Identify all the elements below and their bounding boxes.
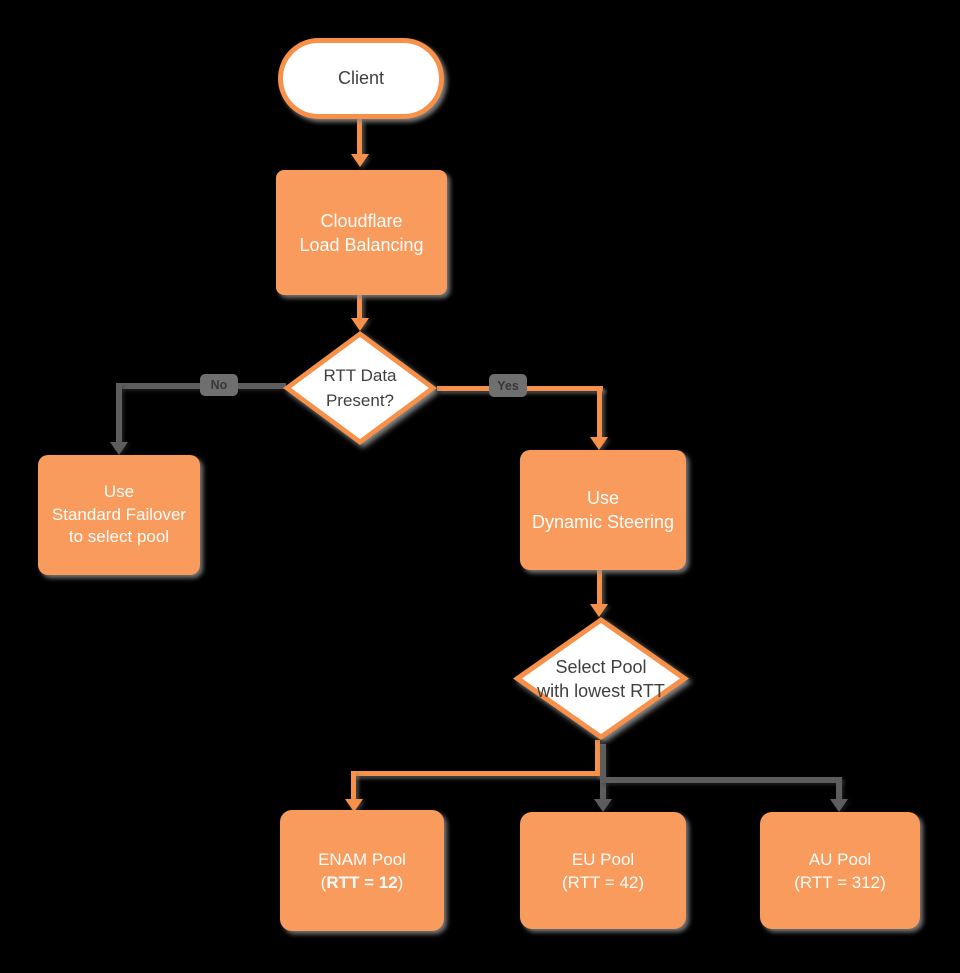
node-rtt-data-present-decision: RTT Data Present? bbox=[283, 331, 437, 445]
node-dynamic-steering: Use Dynamic Steering bbox=[520, 450, 686, 570]
edge-dynamic-to-select bbox=[597, 570, 602, 606]
eu-pool-name: EU Pool bbox=[571, 849, 635, 869]
node-client: Client bbox=[278, 38, 444, 119]
edge-select-to-enam-down bbox=[595, 740, 600, 776]
edge-select-to-enam-horizontal bbox=[351, 771, 600, 776]
cloudflare-lb-line2: Load Balancing bbox=[299, 234, 424, 255]
enam-rtt-value: RTT = 12 bbox=[326, 872, 398, 892]
node-au-pool: AU Pool (RTT = 312) bbox=[760, 812, 920, 929]
edge-rtt-yes-vertical bbox=[597, 386, 602, 439]
edge-select-to-eu-vertical bbox=[600, 744, 606, 800]
eu-pool-rtt: (RTT = 42) bbox=[561, 872, 645, 892]
enam-pool-name: ENAM Pool bbox=[318, 849, 406, 869]
arrowhead-no-to-failover bbox=[110, 442, 128, 455]
node-enam-pool: ENAM Pool (RTT = 12) bbox=[280, 810, 444, 931]
enam-pool-rtt: (RTT = 12) bbox=[321, 871, 404, 894]
edge-label-yes: Yes bbox=[489, 374, 527, 397]
edge-select-to-au-vertical bbox=[836, 777, 842, 801]
arrowhead-client-to-lb bbox=[351, 154, 369, 167]
arrowhead-to-au bbox=[830, 799, 848, 812]
edge-client-to-lb bbox=[357, 119, 362, 155]
enam-rtt-close-paren: ) bbox=[397, 872, 404, 892]
edge-select-to-enam-vertical bbox=[351, 771, 356, 801]
rtt-decision-line1: RTT Data bbox=[323, 366, 397, 385]
au-pool-rtt: (RTT = 312) bbox=[794, 872, 886, 892]
failover-line3: to select pool bbox=[68, 527, 170, 547]
arrowhead-to-enam bbox=[345, 799, 363, 812]
enam-rtt-open-paren: ( bbox=[320, 872, 327, 892]
node-cloudflare-load-balancing: Cloudflare Load Balancing bbox=[276, 170, 447, 295]
edge-label-no: No bbox=[200, 374, 238, 396]
select-pool-line2: with lowest RTT bbox=[537, 680, 665, 701]
client-label: Client bbox=[337, 68, 385, 88]
dynamic-line2: Dynamic Steering bbox=[531, 512, 675, 532]
cloudflare-lb-line1: Cloudflare bbox=[320, 210, 403, 231]
au-pool-name: AU Pool bbox=[808, 849, 872, 869]
arrowhead-to-eu bbox=[594, 799, 612, 812]
edge-rtt-no-vertical bbox=[116, 383, 122, 443]
select-pool-line1: Select Pool bbox=[555, 656, 647, 677]
node-standard-failover: Use Standard Failover to select pool bbox=[38, 455, 200, 575]
node-select-pool-decision: Select Pool with lowest RTT bbox=[513, 617, 689, 740]
arrowhead-lb-to-rtt bbox=[351, 318, 369, 331]
arrowhead-dynamic-to-select bbox=[590, 604, 608, 617]
node-eu-pool: EU Pool (RTT = 42) bbox=[520, 812, 686, 929]
edge-lb-to-rtt bbox=[357, 295, 362, 319]
failover-line2: Standard Failover bbox=[51, 504, 187, 524]
dynamic-line1: Use bbox=[586, 488, 619, 508]
rtt-decision-line2: Present? bbox=[325, 391, 395, 410]
edge-select-to-au-horizontal bbox=[600, 777, 842, 783]
failover-line1: Use bbox=[103, 482, 135, 502]
arrowhead-yes-to-dynamic bbox=[590, 437, 608, 450]
